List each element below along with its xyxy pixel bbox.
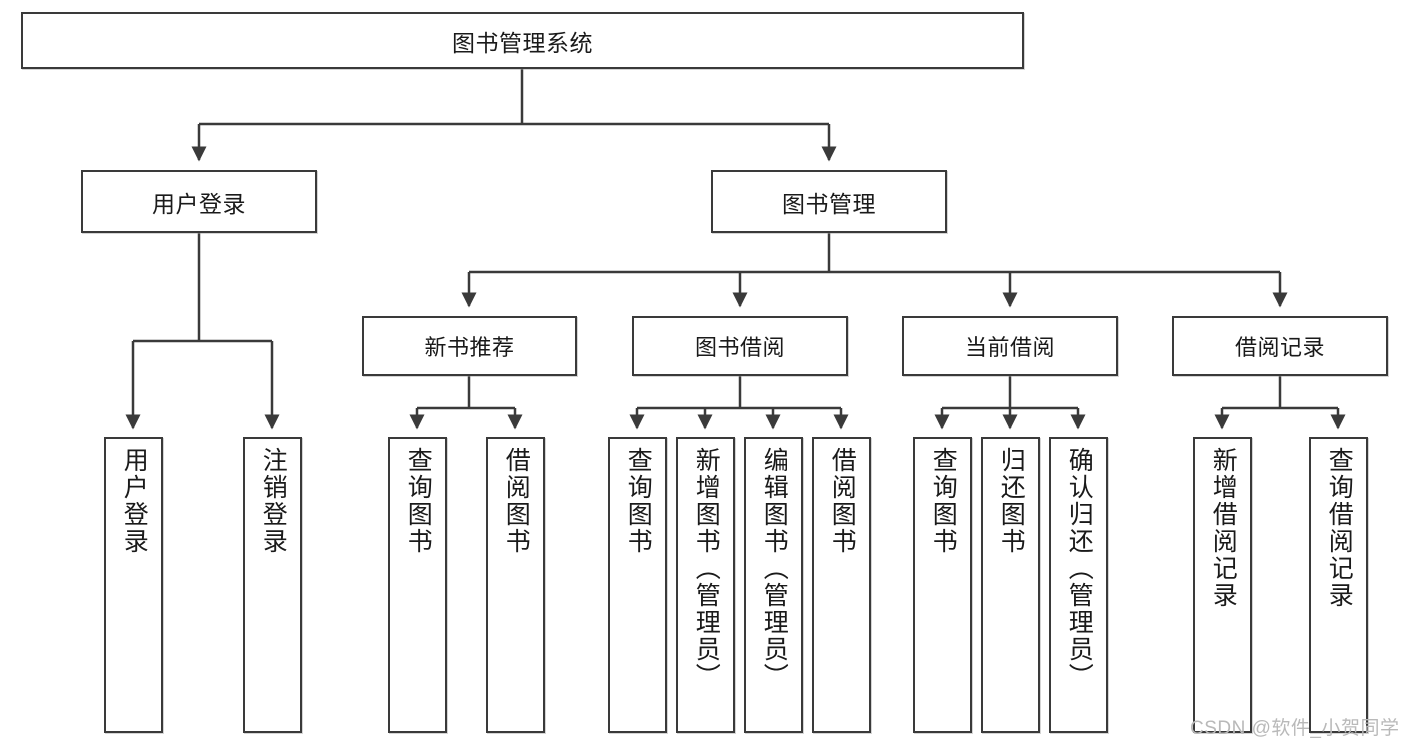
leaf-current-borrow-confirm-return-admin[interactable]: 确认归还（管理员） xyxy=(1049,437,1108,733)
leaf-new-book-query-books[interactable]: 查询图书 xyxy=(388,437,447,733)
node-label: 归还图书 xyxy=(997,447,1026,555)
node-book-management[interactable]: 图书管理 xyxy=(711,170,947,233)
leaf-current-borrow-query-books[interactable]: 查询图书 xyxy=(913,437,972,733)
leaf-borrow-record-query-record[interactable]: 查询借阅记录 xyxy=(1309,437,1368,733)
node-label: 用户登录 xyxy=(152,190,246,217)
node-borrowing-record[interactable]: 借阅记录 xyxy=(1172,316,1388,376)
leaf-book-borrow-edit-book-admin[interactable]: 编辑图书（管理员） xyxy=(744,437,803,733)
node-label: 图书管理系统 xyxy=(452,29,593,56)
node-root-book-management-system[interactable]: 图书管理系统 xyxy=(21,12,1024,69)
node-current-borrowing[interactable]: 当前借阅 xyxy=(902,316,1118,376)
node-new-book-recommendation[interactable]: 新书推荐 xyxy=(362,316,577,376)
leaf-book-borrow-borrow-books[interactable]: 借阅图书 xyxy=(812,437,871,733)
leaf-new-book-borrow-books[interactable]: 借阅图书 xyxy=(486,437,545,733)
node-label: 借阅记录 xyxy=(1234,335,1325,360)
node-label: 查询图书 xyxy=(404,447,433,555)
node-label: 图书管理 xyxy=(782,190,876,217)
node-label: 借阅图书 xyxy=(502,447,531,555)
node-book-borrowing[interactable]: 图书借阅 xyxy=(632,316,848,376)
node-label: 用户登录 xyxy=(120,447,149,555)
node-label: 当前借阅 xyxy=(964,335,1055,360)
node-label: 查询图书 xyxy=(929,447,958,555)
leaf-current-borrow-return-books[interactable]: 归还图书 xyxy=(981,437,1040,733)
csdn-watermark: CSDN @软件_小贺同学 xyxy=(1190,718,1400,739)
leaf-user-login-logout[interactable]: 注销登录 xyxy=(243,437,302,733)
node-label: 图书借阅 xyxy=(694,335,785,360)
node-label: 注销登录 xyxy=(259,447,288,555)
node-label: 新增图书（管理员） xyxy=(692,447,721,690)
node-label: 借阅图书 xyxy=(828,447,857,555)
node-user-login[interactable]: 用户登录 xyxy=(81,170,317,233)
leaf-book-borrow-add-book-admin[interactable]: 新增图书（管理员） xyxy=(676,437,735,733)
node-label: 查询图书 xyxy=(624,447,653,555)
node-label: 查询借阅记录 xyxy=(1325,447,1354,609)
node-label: 新书推荐 xyxy=(424,335,515,360)
node-label: 新增借阅记录 xyxy=(1209,447,1238,609)
node-label: 编辑图书（管理员） xyxy=(760,447,789,690)
leaf-user-login-login[interactable]: 用户登录 xyxy=(104,437,163,733)
leaf-book-borrow-query-books[interactable]: 查询图书 xyxy=(608,437,667,733)
node-label: 确认归还（管理员） xyxy=(1065,447,1094,690)
leaf-borrow-record-add-record[interactable]: 新增借阅记录 xyxy=(1193,437,1252,733)
